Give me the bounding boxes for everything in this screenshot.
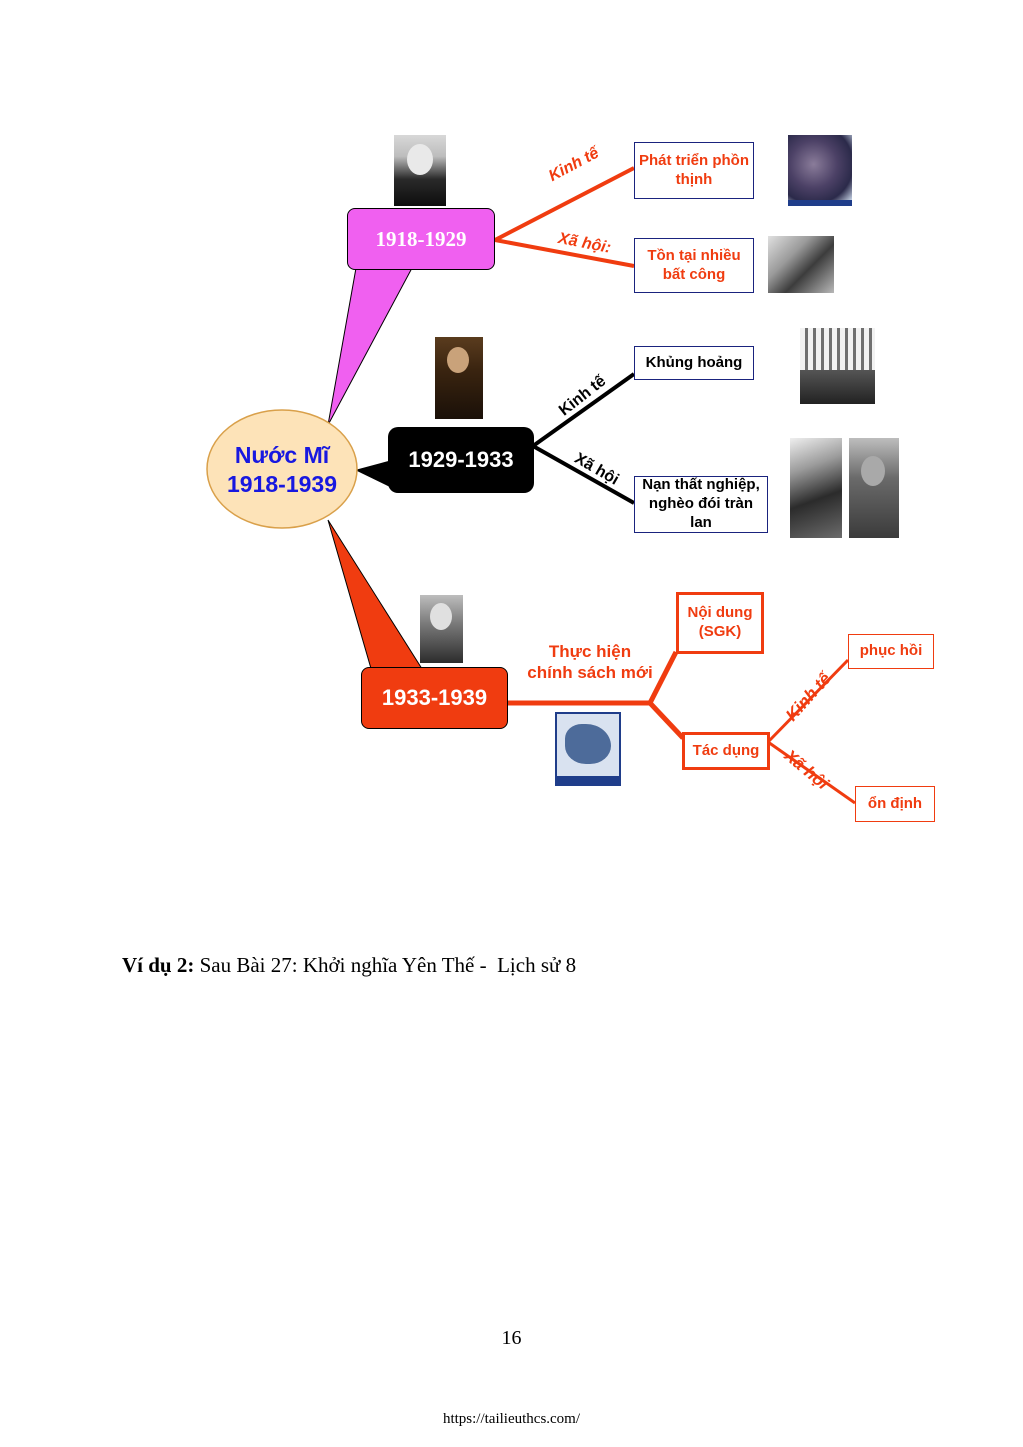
page-number: 16 (501, 1327, 522, 1349)
period-1929-1933-box: 1929-1933 (388, 427, 534, 493)
branch-line-p1-economy (494, 166, 635, 242)
migrant-mother-photo (849, 438, 899, 538)
p1-society-box: Tồn tại nhiều bất công (634, 238, 754, 293)
callout-tail-1929-1933 (355, 460, 392, 488)
p2-society-box: Nạn thất nghiệp, nghèo đói tràn lan (634, 476, 768, 533)
p3-society-result-box: ổn định (855, 786, 935, 822)
callout-tail-1933-1939 (327, 519, 425, 673)
new-deal-cartoon-photo (555, 712, 621, 786)
branch-line-p3-economy (766, 658, 850, 744)
example-caption-label: Ví dụ 2: (122, 953, 195, 977)
branch-line-p1-society (494, 238, 635, 268)
period-1929-1933-label: 1929-1933 (408, 447, 514, 473)
branch-line-p3-society (767, 740, 856, 805)
portrait-photo-1918-1929 (394, 135, 446, 206)
center-node: Nước Mĩ 1918-1939 (207, 432, 357, 508)
portrait-photo-1929-1933 (435, 337, 483, 419)
branch-line-p2-society (532, 444, 635, 505)
center-ellipse (206, 409, 358, 529)
branch-line-p3-effect (648, 701, 685, 740)
period-1933-1939-box: 1933-1939 (361, 667, 508, 729)
center-node-title: Nước Mĩ (234, 442, 330, 469)
footer-url: https://tailieuthcs.com/ (442, 1411, 581, 1427)
p3-content-box: Nội dung (SGK) (676, 592, 764, 654)
street-photo-inequality (768, 236, 834, 293)
example-caption: Ví dụ 2: Sau Bài 27: Khởi nghĩa Yên Thế … (122, 953, 576, 978)
center-node-years: 1918-1939 (227, 471, 337, 497)
p3-economy-result-box: phục hồi (848, 634, 934, 669)
portrait-photo-1933-1939 (420, 595, 463, 663)
example-caption-text: Sau Bài 27: Khởi nghĩa Yên Thế - Lịch sử… (194, 953, 577, 977)
p3-effect-box: Tác dụng (682, 732, 770, 770)
p2-economy-box: Khủng hoảng (634, 346, 754, 380)
crowd-photo-prosperity (788, 135, 852, 206)
callout-tail-1918-1929 (327, 267, 413, 426)
p1-economy-box: Phát triển phồn thịnh (634, 142, 754, 199)
period-1933-1939-label: 1933-1939 (381, 685, 488, 711)
p3-policy-label: Thực hiện chính sách mới (527, 641, 653, 682)
branch-line-p3-content (647, 650, 679, 705)
breadline-photo (790, 438, 842, 538)
period-1918-1929-box: 1918-1929 (347, 208, 495, 270)
crowd-photo-crisis (800, 328, 875, 404)
period-1918-1929-label: 1918-1929 (375, 226, 467, 251)
branch-line-p2-economy (531, 372, 636, 448)
